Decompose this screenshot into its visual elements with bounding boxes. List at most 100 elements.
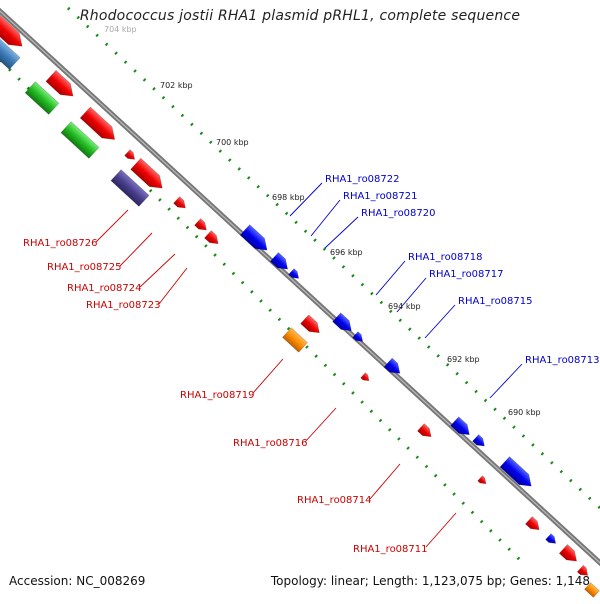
gene-shape[interactable] — [417, 423, 434, 441]
gene-label-forward[interactable]: RHA1_ro08715 — [458, 296, 533, 307]
gene-feature[interactable] — [558, 544, 580, 565]
gene-label-reverse[interactable]: RHA1_ro08714 — [297, 495, 372, 506]
gene-label-forward[interactable]: RHA1_ro08718 — [408, 252, 483, 263]
gene-feature[interactable] — [0, 30, 21, 70]
gene-shape[interactable] — [173, 196, 189, 212]
gene-shape[interactable] — [383, 357, 404, 378]
gene-label-reverse[interactable]: RHA1_ro08716 — [233, 438, 308, 449]
gene-shape[interactable] — [204, 230, 221, 248]
gene-label-forward[interactable]: RHA1_ro08720 — [361, 208, 436, 219]
gene-shape[interactable] — [584, 582, 600, 598]
gene-feature[interactable] — [450, 416, 474, 439]
sequence-backbone — [0, 7, 600, 567]
map-title: Rhodococcus jostii RHA1 plasmid pRHL1, c… — [79, 8, 521, 24]
gene-feature[interactable] — [288, 268, 302, 282]
ruler-dot-track — [148, 188, 522, 562]
ruler-label: 702 kbp — [160, 81, 193, 90]
gene-shape[interactable] — [576, 564, 590, 578]
gene-feature[interactable] — [383, 357, 404, 378]
ruler-label: 690 kbp — [508, 408, 541, 417]
gene-shape[interactable] — [282, 327, 308, 353]
label-leader-lines — [95, 182, 523, 548]
gene-feature[interactable] — [472, 434, 488, 450]
gene-feature[interactable] — [499, 456, 536, 492]
gene-feature[interactable] — [300, 314, 324, 337]
gene-shape[interactable] — [477, 475, 489, 487]
gene-feature[interactable] — [173, 196, 189, 212]
gene-shape[interactable] — [0, 30, 21, 70]
gene-feature[interactable] — [477, 475, 489, 487]
gene-feature[interactable] — [24, 81, 60, 115]
gene-label-forward[interactable]: RHA1_ro08722 — [325, 174, 400, 185]
gene-feature[interactable] — [545, 533, 559, 547]
gene-shape[interactable] — [239, 224, 272, 256]
gene-label-forward[interactable]: RHA1_ro08721 — [343, 191, 418, 202]
gene-shape[interactable] — [110, 169, 150, 207]
gene-label-reverse[interactable]: RHA1_ro08725 — [47, 262, 122, 273]
gene-shape[interactable] — [24, 81, 60, 115]
gene-shape[interactable] — [499, 456, 536, 492]
gene-feature[interactable] — [360, 372, 372, 384]
gene-feature[interactable] — [417, 423, 434, 441]
gene-label-reverse[interactable]: RHA1_ro08726 — [23, 238, 98, 249]
gene-shape[interactable] — [0, 0, 27, 52]
gene-feature[interactable] — [584, 582, 600, 598]
gene-shape[interactable] — [194, 218, 210, 234]
gene-shape[interactable] — [300, 314, 324, 337]
gene-shape[interactable] — [79, 106, 120, 145]
ruler-label: 698 kbp — [272, 193, 305, 202]
gene-feature[interactable] — [0, 0, 27, 52]
gene-shape[interactable] — [130, 157, 168, 193]
gene-shape[interactable] — [60, 121, 100, 159]
gene-shape[interactable] — [288, 268, 302, 282]
gene-label-reverse[interactable]: RHA1_ro08724 — [67, 283, 142, 294]
gene-feature[interactable] — [525, 516, 542, 534]
gene-shape[interactable] — [332, 312, 356, 335]
gene-shape[interactable] — [472, 434, 488, 450]
gene-label-reverse[interactable]: RHA1_ro08723 — [86, 300, 161, 311]
leader-line — [139, 253, 176, 288]
gene-feature[interactable] — [239, 224, 272, 256]
gene-label-reverse[interactable]: RHA1_ro08719 — [180, 390, 255, 401]
gene-shape[interactable] — [525, 516, 542, 534]
ruler-label: 700 kbp — [216, 138, 249, 147]
gene-label-reverse[interactable]: RHA1_ro08711 — [353, 544, 428, 555]
gene-feature[interactable] — [110, 169, 150, 207]
gene-shape[interactable] — [360, 372, 372, 384]
gene-label-forward[interactable]: RHA1_ro08717 — [429, 269, 504, 280]
ruler-dots — [0, 6, 600, 562]
gene-feature[interactable] — [269, 252, 291, 273]
gene-feature[interactable] — [79, 106, 120, 145]
gene-feature[interactable] — [282, 327, 308, 353]
gene-feature[interactable] — [130, 157, 168, 193]
leader-line — [369, 463, 401, 500]
backbone-highlight — [0, 10, 600, 564]
leader-line — [289, 182, 323, 217]
ruler-label: 694 kbp — [388, 302, 421, 311]
gene-shape[interactable] — [558, 544, 580, 565]
gene-feature[interactable] — [194, 218, 210, 234]
gene-shape[interactable] — [45, 69, 78, 101]
gene-shape[interactable] — [352, 331, 366, 345]
gene-shape[interactable] — [545, 533, 559, 547]
leader-line — [324, 216, 359, 249]
ruler-label: 696 kbp — [330, 248, 363, 257]
gene-shape[interactable] — [124, 149, 138, 163]
gene-feature[interactable] — [60, 121, 100, 159]
accession-text: Accession: NC_008269 — [9, 574, 146, 588]
gene-shape[interactable] — [450, 416, 474, 439]
gene-feature[interactable] — [124, 149, 138, 163]
gene-shape[interactable] — [269, 252, 291, 273]
gene-feature[interactable] — [332, 312, 356, 335]
gene-label-forward[interactable]: RHA1_ro08713 — [525, 355, 600, 366]
leader-line — [304, 407, 337, 443]
gene-feature[interactable] — [576, 564, 590, 578]
leader-line — [95, 209, 129, 243]
ruler-label: 704 kbp — [104, 25, 137, 34]
gene-feature[interactable] — [45, 69, 78, 101]
gene-feature[interactable] — [204, 230, 221, 248]
leader-line — [425, 512, 457, 548]
gene-feature[interactable] — [352, 331, 366, 345]
